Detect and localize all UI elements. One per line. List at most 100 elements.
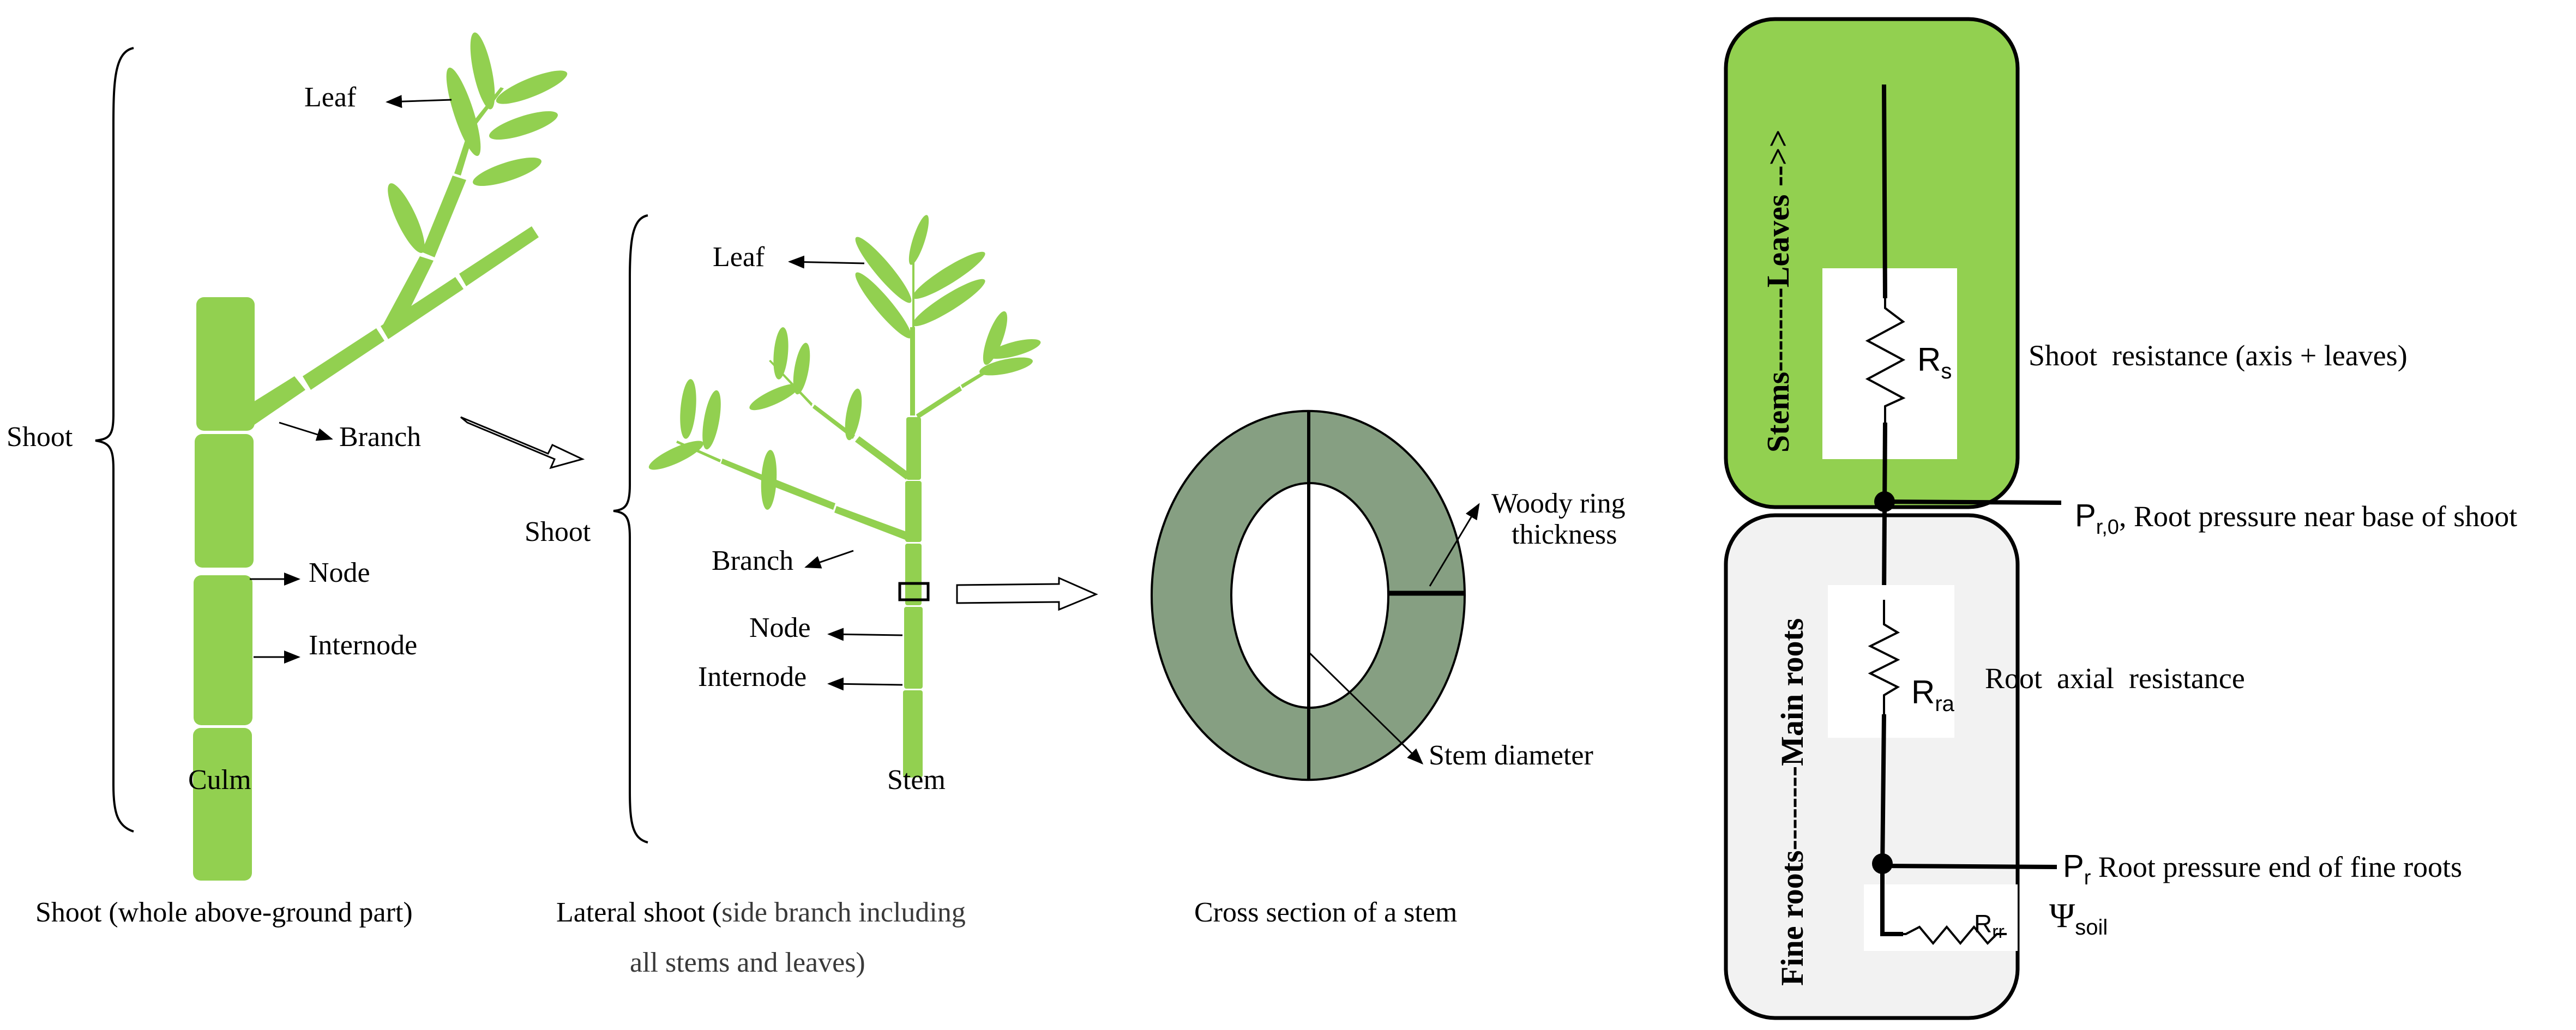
shoot-axis-label: Stems--------Leaves -->>: [1760, 129, 1796, 453]
leaf: [793, 342, 810, 395]
leaf: [761, 450, 777, 510]
label-leaf: Leaf: [713, 242, 765, 273]
leaf: [470, 32, 495, 110]
caption-lateral-shoot-line2: all stems and leaves): [630, 947, 865, 978]
node-pointer-arrow: [827, 628, 903, 641]
leaf: [680, 379, 696, 439]
label-internode: Internode: [698, 661, 806, 692]
shoot-brace-label: Shoot: [7, 421, 73, 453]
pr-text: Pr Root pressure end of fine roots: [2063, 848, 2462, 889]
culm-internode: [196, 297, 255, 431]
pr0-leader: [1884, 499, 2062, 505]
branch-segment: [916, 386, 962, 419]
psi-soil-text: Ψsoil: [2049, 896, 2108, 939]
shoot-resistance-text: Shoot resistance (axis + leaves): [2029, 339, 2408, 372]
rrr-label: Rrr: [1974, 909, 2005, 942]
diameter-pointer-arrow: [1309, 652, 1424, 765]
label-node: Node: [749, 612, 811, 643]
pr-leader: [1882, 864, 2057, 869]
stem-internode: [905, 544, 922, 605]
leaf: [496, 70, 568, 104]
transition-arrow-icon: [956, 576, 1098, 611]
shoot-brace: [95, 47, 134, 833]
branch-segment: [774, 480, 835, 510]
lateral-shoot-brace: [613, 214, 648, 844]
branch-segment: [834, 506, 906, 540]
leaf: [983, 311, 1008, 365]
leaf-pointer-arrow: [386, 95, 452, 109]
label-internode: Internode: [309, 630, 417, 661]
lateral-shoot-brace-label: Shoot: [525, 516, 591, 547]
leaf: [979, 357, 1033, 376]
branch-segment: [812, 405, 855, 439]
leaf: [988, 339, 1041, 359]
culm-internode: [194, 575, 252, 725]
internode-pointer-arrow: [827, 677, 903, 691]
label-culm: Culm: [188, 764, 251, 796]
transition-arrow-icon: [460, 416, 585, 469]
resistor-rs-icon: [1865, 298, 1906, 423]
root-axial-resistance-text: Root axial resistance: [1985, 662, 2245, 695]
leaf: [702, 390, 721, 450]
branch-system: [251, 32, 568, 425]
leaf: [388, 183, 425, 253]
leaf: [912, 279, 985, 327]
panel-cross-section: Woody ring thickness Stem diameter Cross…: [1150, 410, 1626, 928]
branch-pointer-arrow: [804, 550, 854, 569]
lateral-plant: [648, 215, 1041, 778]
caption-lateral-shoot-line1: Lateral shoot (side branch including: [556, 897, 966, 928]
node-pr: [1872, 853, 1893, 874]
branch-segment: [459, 226, 539, 286]
leaf: [773, 327, 789, 380]
leaf: [845, 388, 862, 441]
leaf-pointer-arrow: [788, 255, 865, 269]
leaf: [749, 383, 799, 411]
resistor-rrr-icon: [1903, 925, 2007, 945]
label-branch: Branch: [712, 545, 793, 576]
leaf: [855, 237, 912, 303]
branch-segment: [381, 277, 464, 339]
label-branch: Branch: [339, 421, 421, 453]
root-axis-label: Fine roots--------Main roots: [1774, 618, 1810, 986]
resistor-rra-icon: [1868, 600, 1900, 714]
branch-pointer-arrow: [279, 421, 333, 441]
stem-internode: [905, 481, 922, 542]
panel-resistance: Stems--------Leaves -->> Fine roots-----…: [1724, 17, 2517, 1020]
caption-cross-section: Cross section of a stem: [1194, 897, 1457, 928]
wire: [1880, 714, 1886, 870]
branch-segment: [382, 256, 434, 327]
stem-upper: [910, 327, 915, 415]
branch-segment: [855, 436, 907, 480]
branch-segment: [422, 176, 466, 257]
label-woody-ring-line2: thickness: [1512, 519, 1617, 550]
stem-internode: [904, 607, 923, 689]
stem-internode: [906, 417, 921, 480]
pr0-text: Pr,0, Root pressure near base of shoot: [2075, 498, 2517, 539]
cross-section-marker: [898, 582, 930, 601]
leaf: [473, 157, 541, 186]
leaf: [648, 441, 704, 470]
culm-internode: [193, 728, 252, 881]
leaf: [908, 215, 929, 265]
label-stem: Stem: [887, 764, 946, 796]
wire: [1882, 84, 1887, 299]
stem-internode: [903, 690, 923, 778]
label-stem-diameter: Stem diameter: [1429, 740, 1593, 771]
leaf: [446, 67, 481, 156]
culm-internode: [195, 434, 254, 568]
leaf: [912, 251, 985, 299]
panel-lateral-shoot: Shoot: [525, 214, 1098, 978]
panel-whole-shoot: Shoot Leaf: [7, 32, 585, 928]
leaf: [855, 272, 912, 339]
label-leaf: Leaf: [304, 82, 357, 113]
label-woody-ring-line1: Woody ring: [1491, 488, 1626, 519]
rs-label: Rs: [1917, 341, 1952, 383]
leaf: [489, 111, 558, 140]
ring-thickness-pointer-arrow: [1429, 503, 1480, 587]
rra-box: [1828, 585, 1954, 738]
culm: [193, 297, 255, 881]
rra-label: Rra: [1911, 674, 1955, 716]
wire: [1880, 870, 1903, 936]
caption-whole-shoot: Shoot (whole above-ground part): [35, 897, 413, 928]
